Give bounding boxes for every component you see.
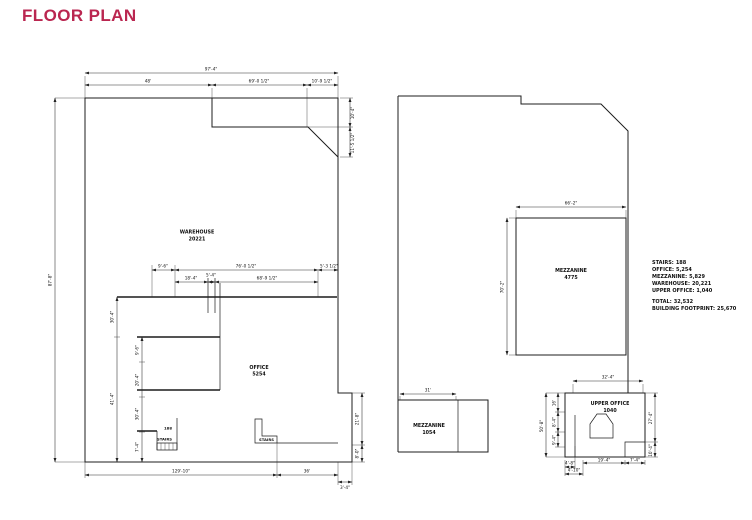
left-plan: 97'-4" 48' 69'-0 1/2" 10'-9 1/2" 10'-4" … bbox=[48, 67, 365, 491]
dim-office-left-overall: 50'-8" bbox=[539, 420, 544, 433]
summary-row: MEZZANINE:5,829 bbox=[652, 274, 705, 280]
area-summary: STAIRS:188 OFFICE:5,254 MEZZANINE:5,829 … bbox=[652, 260, 737, 312]
left-plan-dimension-labels: 97'-4" 48' 69'-0 1/2" 10'-9 1/2" 10'-4" … bbox=[48, 67, 360, 491]
summary-row-total: TOTAL:32,532 bbox=[652, 299, 694, 305]
dim-office-mid-c: 68'-9 1/2" bbox=[257, 276, 278, 281]
right-plan-extension-lines bbox=[399, 210, 658, 476]
stairs-area: 188 bbox=[164, 426, 172, 431]
summary-row: STAIRS:188 bbox=[652, 260, 687, 266]
office-label: OFFICE bbox=[249, 365, 268, 371]
dim-right-a: 10'-4" bbox=[350, 107, 355, 120]
dim-office-left-b: 8'-4" bbox=[552, 417, 557, 427]
dim-bottom-b: 36' bbox=[304, 469, 310, 474]
stair-treads bbox=[160, 443, 174, 450]
door-arch bbox=[589, 413, 614, 439]
dim-chain-d: 7'-4" bbox=[135, 442, 140, 452]
summary-row: WAREHOUSE:20,221 bbox=[652, 281, 712, 287]
mezzanine2-label: MEZZANINE bbox=[413, 423, 445, 429]
dim-office-bottom-a: 4'-8" bbox=[565, 461, 575, 466]
dim-office-bottom-d: 7'-4" bbox=[630, 458, 640, 463]
upper-office-label: UPPER OFFICE bbox=[591, 401, 630, 407]
stair-symbol bbox=[254, 418, 278, 444]
summary-row: OFFICE:5,254 bbox=[652, 267, 692, 273]
dim-office-width: 32'-4" bbox=[602, 375, 615, 380]
dim-top-b: 69'-0 1/2" bbox=[249, 79, 270, 84]
dim-chain-b: 20'-4" bbox=[135, 374, 140, 387]
dim-right-lower-b: 8'-0" bbox=[355, 448, 360, 458]
dim-office-right-a: 27'-4" bbox=[648, 412, 653, 425]
dim-right-lower-a: 21'-8" bbox=[355, 413, 360, 426]
mezzanine-label: MEZZANINE bbox=[555, 268, 587, 274]
stairs2-label: STAIRS bbox=[259, 437, 274, 442]
dim-wing-width: 31' bbox=[425, 388, 431, 393]
dim-inner-left-a: 30'-4" bbox=[110, 311, 115, 324]
mezzanine2-area: 1054 bbox=[422, 430, 436, 436]
right-plan-room-labels: MEZZANINE 4775 MEZZANINE 1054 UPPER OFFI… bbox=[413, 268, 629, 436]
dim-top-overall: 97'-4" bbox=[205, 67, 218, 72]
dim-bottom-a: 129'-10" bbox=[172, 469, 190, 474]
dim-mezz-height: 70'-2" bbox=[500, 281, 505, 294]
dim-office-bottom-b: 4'-10" bbox=[568, 468, 581, 473]
dim-office-left-c: 9'-4" bbox=[552, 435, 557, 445]
dim-bottom-c: 3'-4" bbox=[340, 485, 350, 490]
page-title: FLOOR PLAN bbox=[22, 6, 137, 25]
dim-office-bottom-c: 19'-4" bbox=[598, 458, 611, 463]
dim-inner-left-b: 41'-4" bbox=[110, 393, 115, 406]
dim-office-mid-a: 18'-4" bbox=[185, 276, 198, 281]
warehouse-area: 20221 bbox=[189, 237, 206, 243]
left-plan-room-labels: WAREHOUSE 20221 OFFICE 5254 188 STAIRS S… bbox=[157, 230, 274, 443]
right-plan-dimension-labels: 66'-2" 70'-2" 31' 32'-4" 50'-8" 16' 8'-4… bbox=[425, 201, 653, 473]
right-plan-dimension-lines bbox=[399, 205, 657, 476]
warehouse-label: WAREHOUSE bbox=[180, 230, 214, 236]
summary-row: UPPER OFFICE:1,040 bbox=[652, 288, 713, 294]
dim-top-a: 48' bbox=[145, 79, 151, 84]
dim-chain-a: 9'-6" bbox=[135, 345, 140, 355]
mezzanine-area: 4775 bbox=[564, 275, 577, 281]
dim-right-b: 11'-5 1/2" bbox=[350, 133, 355, 154]
dim-office-top-a: 9'-6" bbox=[158, 264, 168, 269]
upper-office-area: 1040 bbox=[603, 408, 617, 414]
right-plan: 66'-2" 70'-2" 31' 32'-4" 50'-8" 16' 8'-4… bbox=[397, 95, 658, 476]
summary-row-footprint: BUILDING FOOTPRINT:25,670 bbox=[652, 306, 737, 312]
stairs-label: STAIRS bbox=[157, 437, 172, 442]
dim-office-mid-b: 5'-4" bbox=[206, 273, 216, 278]
dim-mezz-width: 66'-2" bbox=[565, 201, 578, 206]
left-plan-walls bbox=[84, 97, 353, 463]
office-area: 5254 bbox=[252, 372, 266, 378]
dim-office-top-c: 5'-3 1/2" bbox=[320, 264, 338, 269]
dim-office-left-a: 16' bbox=[552, 400, 557, 406]
left-plan-dimension-lines bbox=[53, 71, 364, 484]
dim-office-right-b: 10'-4" bbox=[648, 444, 653, 457]
right-plan-walls bbox=[397, 95, 646, 458]
dim-top-c: 10'-9 1/2" bbox=[312, 79, 333, 84]
dim-office-top-b: 76'-0 1/2" bbox=[236, 264, 257, 269]
dim-chain-c: 30'-4" bbox=[135, 408, 140, 421]
dim-left-overall: 87'-8" bbox=[48, 274, 53, 287]
